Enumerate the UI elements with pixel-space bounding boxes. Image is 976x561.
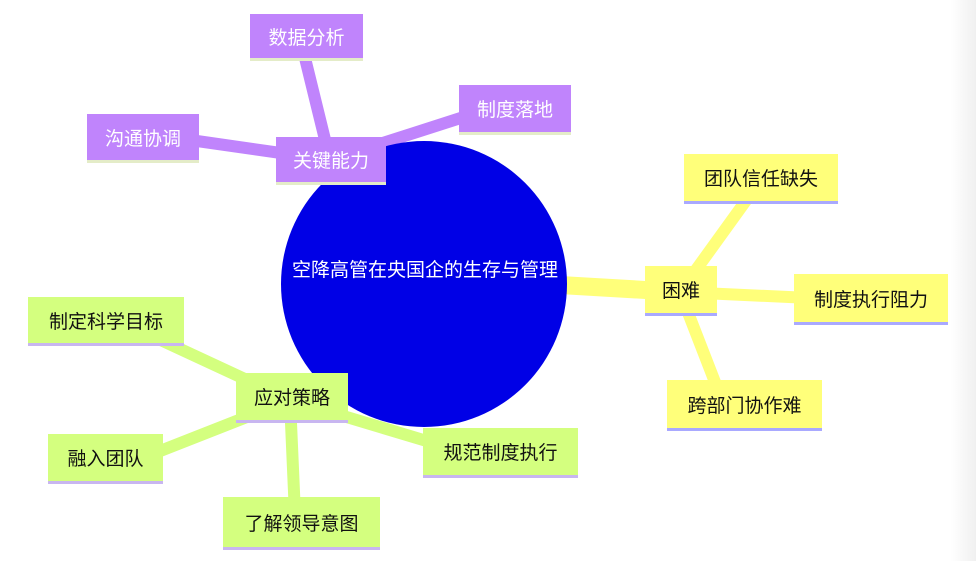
node-difficulties: 困难 bbox=[645, 266, 717, 316]
node-key-abilities: 关键能力 bbox=[276, 137, 386, 185]
node-standardize-rules: 规范制度执行 bbox=[423, 428, 578, 478]
root-circle bbox=[281, 141, 567, 427]
node-cross-department: 跨部门协作难 bbox=[667, 380, 822, 431]
node-scientific-goals: 制定科学目标 bbox=[28, 297, 184, 346]
node-data-analysis: 数据分析 bbox=[250, 14, 363, 61]
node-integrate-team: 融入团队 bbox=[48, 434, 163, 484]
root-label: 空降高管在央国企的生存与管理 bbox=[291, 259, 558, 281]
node-strategies: 应对策略 bbox=[236, 373, 348, 423]
node-leader-intent: 了解领导意图 bbox=[223, 497, 380, 550]
right-edge-shadow bbox=[950, 0, 976, 561]
node-implementation: 制度落地 bbox=[459, 85, 571, 135]
node-execution-resistance: 制度执行阻力 bbox=[794, 274, 948, 325]
node-team-trust: 团队信任缺失 bbox=[684, 154, 838, 204]
node-communication: 沟通协调 bbox=[87, 114, 199, 163]
